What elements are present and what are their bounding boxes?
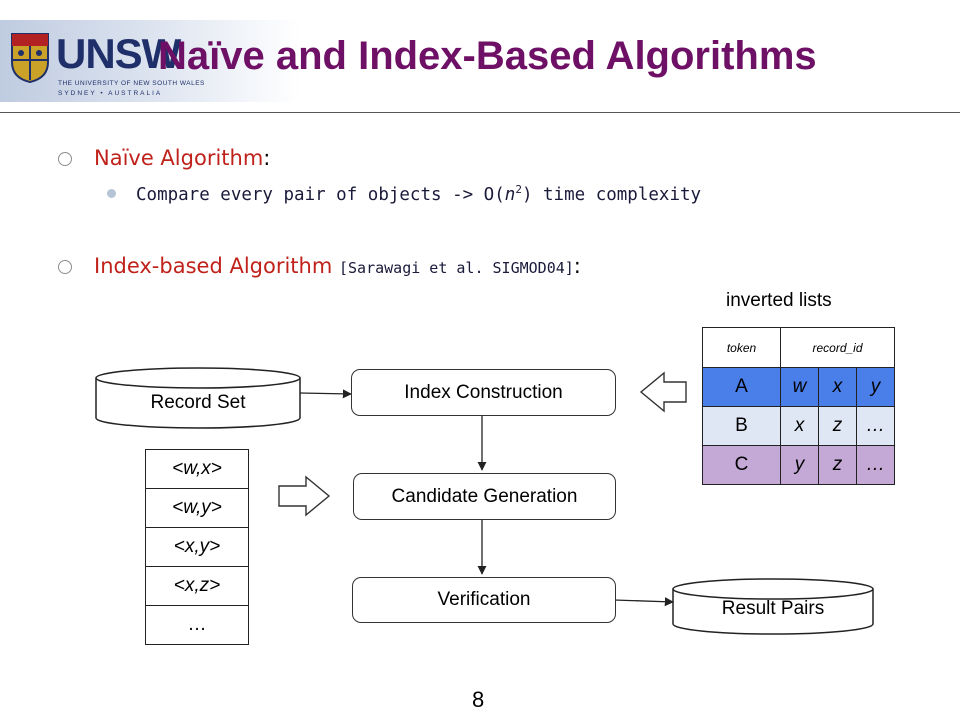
naive-sub-post: ) time complexity bbox=[521, 184, 702, 205]
candidate-generation-box: Candidate Generation bbox=[353, 473, 616, 520]
naive-sub-pre: Compare every pair of objects -> O( bbox=[136, 184, 505, 205]
record-set-label: Record Set bbox=[150, 392, 246, 413]
page-number: 8 bbox=[472, 687, 485, 712]
record-id-cell: x bbox=[780, 406, 819, 446]
table-row: A w x y bbox=[702, 367, 895, 407]
sub-bullet-naive: Compare every pair of objects -> O(n2) t… bbox=[107, 183, 701, 205]
bullet-ring-icon bbox=[58, 152, 72, 166]
record-id-cell: x bbox=[818, 367, 857, 407]
header-token: token bbox=[702, 327, 781, 368]
list-item: <x,z> bbox=[145, 566, 249, 606]
unsw-logo: UNSW THE UNIVERSITY OF NEW SOUTH WALES S… bbox=[0, 20, 300, 102]
unsw-crest-icon bbox=[11, 33, 49, 84]
block-arrow-left-icon bbox=[639, 371, 687, 413]
verification-box: Verification bbox=[352, 577, 616, 623]
record-id-cell: … bbox=[856, 406, 895, 446]
token-cell: A bbox=[702, 367, 781, 407]
slide-title: Naïve and Index-Based Algorithms bbox=[158, 34, 817, 78]
table-row: B x z … bbox=[702, 406, 895, 446]
header-record-id: record_id bbox=[780, 327, 895, 368]
block-arrow-right-icon bbox=[278, 475, 331, 517]
record-id-cell: y bbox=[856, 367, 895, 407]
index-construction-box: Index Construction bbox=[351, 369, 616, 416]
bullet-dot-icon bbox=[107, 188, 116, 198]
logo-wordmark: UNSW bbox=[56, 30, 181, 77]
token-cell: B bbox=[702, 406, 781, 446]
naive-sub-n: n bbox=[504, 184, 516, 205]
table-row: C y z … bbox=[702, 445, 895, 485]
record-id-cell: y bbox=[780, 445, 819, 485]
list-item: <x,y> bbox=[145, 527, 249, 567]
logo-subtitle-location: SYDNEY • AUSTRALIA bbox=[58, 90, 163, 97]
token-cell: C bbox=[702, 445, 781, 485]
logo-subtitle-university: THE UNIVERSITY OF NEW SOUTH WALES bbox=[58, 80, 205, 87]
candidate-pairs-list: <w,x> <w,y> <x,y> <x,z> … bbox=[145, 449, 249, 645]
bullet-index: Index-based Algorithm [Sarawagi et al. S… bbox=[58, 254, 581, 278]
naive-label: Naïve Algorithm bbox=[94, 146, 264, 170]
record-id-cell: … bbox=[856, 445, 895, 485]
bullet-ring-icon bbox=[58, 260, 72, 274]
arrow-record-to-index bbox=[299, 389, 352, 399]
table-header-row: token record_id bbox=[702, 327, 895, 368]
result-pairs-cylinder bbox=[672, 578, 874, 635]
arrow-verification-to-result bbox=[613, 597, 674, 607]
list-item: <w,x> bbox=[145, 449, 249, 489]
naive-sub-exp: 2 bbox=[515, 183, 522, 196]
list-item: … bbox=[145, 605, 249, 645]
record-id-cell: z bbox=[818, 406, 857, 446]
result-pairs-label: Result Pairs bbox=[721, 598, 825, 619]
index-citation: [Sarawagi et al. SIGMOD04] bbox=[338, 259, 574, 277]
list-item: <w,y> bbox=[145, 488, 249, 528]
naive-colon: : bbox=[263, 146, 271, 170]
title-divider bbox=[0, 112, 960, 113]
index-label: Index-based Algorithm bbox=[94, 254, 339, 278]
record-id-cell: w bbox=[780, 367, 819, 407]
index-colon: : bbox=[573, 254, 581, 278]
bullet-naive: Naïve Algorithm: bbox=[58, 146, 270, 170]
record-set-cylinder bbox=[95, 367, 301, 429]
inverted-lists-table: token record_id A w x y B x z … C y z … bbox=[702, 327, 895, 485]
inverted-lists-label: inverted lists bbox=[726, 290, 832, 311]
record-id-cell: z bbox=[818, 445, 857, 485]
